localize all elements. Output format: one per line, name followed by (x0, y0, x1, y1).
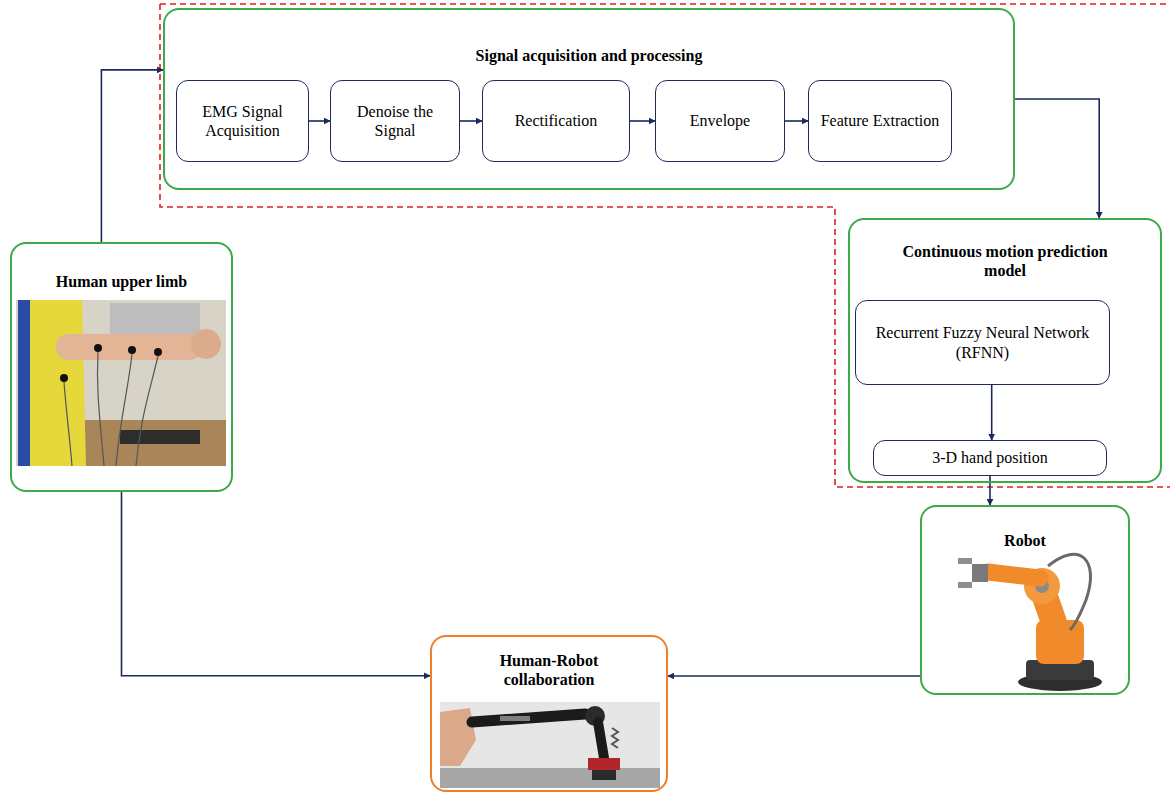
output-box: 3-D hand position (873, 440, 1107, 476)
group-box: Continuous motion prediction modelRecurr… (848, 218, 1162, 483)
process-box: Denoise the Signal (330, 80, 460, 162)
flow-arrow (630, 120, 655, 122)
flow-arrow (1015, 99, 1099, 218)
collaboration-box: Human-Robot collaboration (430, 635, 668, 792)
box-title: Continuous motion prediction model (880, 242, 1130, 280)
robot-box: Robot (920, 505, 1130, 695)
model-box: Recurrent Fuzzy Neural Network (RFNN) (855, 300, 1110, 385)
process-box: EMG Signal Acquisition (176, 80, 309, 162)
arm-photo (16, 300, 226, 466)
box-label: EMG Signal Acquisition (184, 102, 301, 140)
box-title: Human upper limb (56, 272, 187, 291)
source-box: Human upper limb (10, 242, 233, 492)
flow-arrow (101, 70, 163, 242)
flow-arrow (309, 120, 330, 122)
flow-arrow (668, 675, 920, 677)
flow-arrow (122, 492, 431, 676)
box-title: Signal acquisition and processing (476, 46, 703, 65)
robot-illustration (958, 554, 1102, 691)
box-label: 3-D hand position (932, 448, 1048, 467)
flow-arrow (991, 385, 993, 440)
collaboration-photo (440, 702, 660, 788)
region-dashed-outline (160, 3, 1170, 5)
flow-arrow (785, 120, 808, 122)
flow-arrow (989, 476, 991, 505)
box-title: Robot (1004, 531, 1046, 550)
box-label: Rectification (515, 111, 598, 130)
box-label: Feature Extraction (821, 111, 940, 130)
process-box: Envelope (655, 80, 785, 162)
box-label: Recurrent Fuzzy Neural Network (RFNN) (863, 323, 1102, 361)
box-title: Human-Robot collaboration (464, 651, 634, 689)
process-box: Rectification (482, 80, 630, 162)
box-label: Denoise the Signal (338, 102, 452, 140)
region-dashed-outline (160, 4, 1170, 487)
flow-arrow (460, 120, 482, 122)
group-box: Signal acquisition and processingEMG Sig… (163, 8, 1015, 190)
process-box: Feature Extraction (808, 80, 952, 162)
box-label: Envelope (690, 111, 750, 130)
